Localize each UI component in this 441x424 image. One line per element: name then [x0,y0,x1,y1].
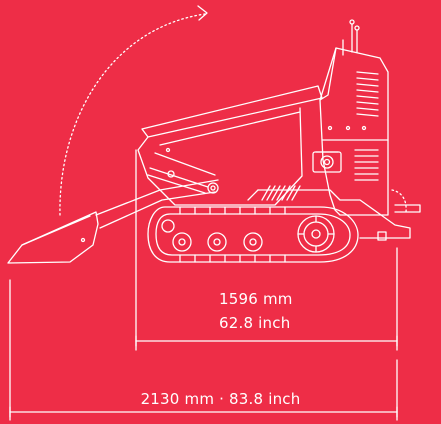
road-wheels [161,219,263,252]
engine-housing [319,19,389,216]
inner-length-mm: 1596 mm [219,290,293,308]
dimension-line-total [9,279,398,421]
total-length: 2130 mm · 83.8 inch [140,390,301,408]
rotation-arrow-icon [59,5,208,216]
lift-arm [95,167,219,229]
track-teeth [179,206,286,263]
tread-plate [261,185,301,201]
chassis [247,185,421,241]
dimension-line-inner [135,149,398,351]
control-panel [312,151,342,173]
drive-sprocket [297,215,335,253]
inner-length-inch: 62.8 inch [219,314,291,332]
pivot-arrow-icon [391,189,407,213]
crawler-track [147,206,359,263]
front-bucket [7,211,99,264]
vent-grille [354,71,379,181]
